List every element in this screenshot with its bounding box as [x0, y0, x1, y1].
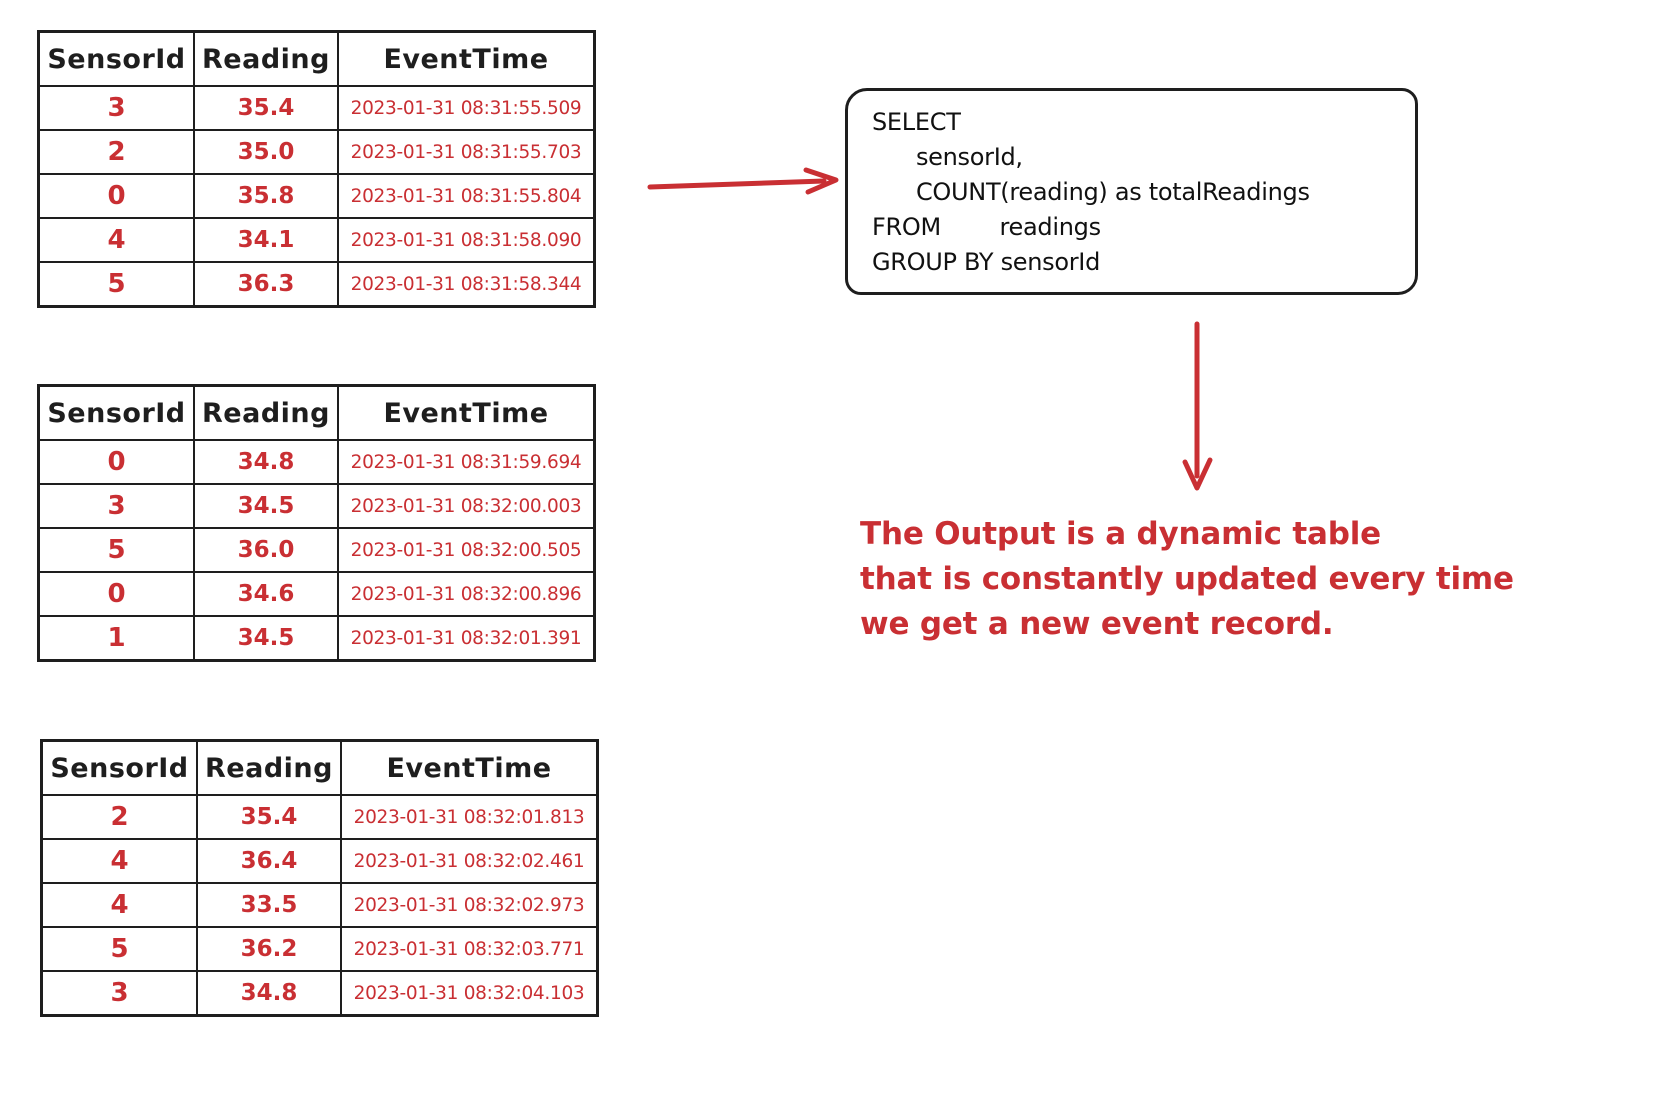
column-header-reading: Reading [193, 385, 339, 441]
table-row: 3 34.5 2023-01-31 08:32:00.003 [38, 483, 595, 529]
table-cell: 3 [41, 970, 198, 1016]
table-header-row: SensorId Reading EventTime [38, 31, 595, 87]
table-cell: 5 [41, 926, 198, 972]
column-header-sensorid: SensorId [38, 385, 195, 441]
table-cell: 34.5 [193, 483, 339, 529]
sql-line: FROM readings [872, 213, 1101, 241]
table-cell: 0 [38, 571, 195, 617]
table-cell: 35.0 [193, 129, 339, 175]
table-row: 3 34.8 2023-01-31 08:32:04.103 [41, 970, 598, 1016]
readings-table-3: SensorId Reading EventTime 2 35.4 2023-0… [40, 739, 599, 1017]
table-cell: 3 [38, 85, 195, 131]
table-cell: 34.5 [193, 615, 339, 661]
table-row: 0 34.6 2023-01-31 08:32:00.896 [38, 571, 595, 617]
table-row: 2 35.0 2023-01-31 08:31:55.703 [38, 129, 595, 175]
table-cell: 36.3 [193, 261, 339, 307]
table-row: 5 36.3 2023-01-31 08:31:58.344 [38, 261, 595, 307]
table-cell: 34.8 [193, 439, 339, 485]
sql-line: COUNT(reading) as totalReadings [872, 178, 1310, 206]
table-row: 0 34.8 2023-01-31 08:31:59.694 [38, 439, 595, 485]
annotation-line: that is constantly updated every time [860, 561, 1514, 597]
table-cell: 35.4 [196, 794, 342, 840]
table-cell: 35.8 [193, 173, 339, 219]
table-cell: 2023-01-31 08:32:00.896 [337, 571, 595, 617]
table-row: 4 36.4 2023-01-31 08:32:02.461 [41, 838, 598, 884]
table-cell: 2 [38, 129, 195, 175]
column-header-reading: Reading [193, 31, 339, 87]
column-header-reading: Reading [196, 740, 342, 796]
table-row: 5 36.0 2023-01-31 08:32:00.505 [38, 527, 595, 573]
table-cell: 2023-01-31 08:31:55.804 [337, 173, 595, 219]
table-cell: 2023-01-31 08:32:02.461 [340, 838, 598, 884]
table-cell: 2023-01-31 08:32:03.771 [340, 926, 598, 972]
arrow-right-icon [647, 167, 839, 195]
table-cell: 5 [38, 527, 195, 573]
table-cell: 35.4 [193, 85, 339, 131]
column-header-eventtime: EventTime [337, 31, 595, 87]
annotation-line: The Output is a dynamic table [860, 516, 1381, 552]
table-cell: 2023-01-31 08:31:58.344 [337, 261, 595, 307]
table-row: 5 36.2 2023-01-31 08:32:03.771 [41, 926, 598, 972]
sql-line: SELECT [872, 108, 961, 136]
table-cell: 0 [38, 439, 195, 485]
table-header-row: SensorId Reading EventTime [41, 740, 598, 796]
sql-query-box: SELECT sensorId, COUNT(reading) as total… [845, 88, 1418, 295]
table-cell: 4 [38, 217, 195, 263]
table-cell: 0 [38, 173, 195, 219]
table-cell: 3 [38, 483, 195, 529]
table-cell: 36.0 [193, 527, 339, 573]
table-row: 4 33.5 2023-01-31 08:32:02.973 [41, 882, 598, 928]
table-cell: 2023-01-31 08:31:55.703 [337, 129, 595, 175]
table-cell: 2023-01-31 08:31:55.509 [337, 85, 595, 131]
column-header-sensorid: SensorId [41, 740, 198, 796]
table-cell: 2023-01-31 08:32:01.813 [340, 794, 598, 840]
table-cell: 2 [41, 794, 198, 840]
sql-line: GROUP BY sensorId [872, 248, 1101, 276]
table-cell: 1 [38, 615, 195, 661]
table-cell: 2023-01-31 08:32:04.103 [340, 970, 598, 1016]
table-cell: 4 [41, 838, 198, 884]
table-cell: 34.6 [193, 571, 339, 617]
table-cell: 36.4 [196, 838, 342, 884]
column-header-eventtime: EventTime [337, 385, 595, 441]
table-cell: 34.1 [193, 217, 339, 263]
table-row: 1 34.5 2023-01-31 08:32:01.391 [38, 615, 595, 661]
table-row: 3 35.4 2023-01-31 08:31:55.509 [38, 85, 595, 131]
table-row: 2 35.4 2023-01-31 08:32:01.813 [41, 794, 598, 840]
arrow-down-icon [1182, 321, 1213, 491]
readings-table-1: SensorId Reading EventTime 3 35.4 2023-0… [37, 30, 596, 308]
table-cell: 2023-01-31 08:31:59.694 [337, 439, 595, 485]
annotation-line: we get a new event record. [860, 606, 1334, 642]
table-cell: 5 [38, 261, 195, 307]
table-cell: 33.5 [196, 882, 342, 928]
table-cell: 2023-01-31 08:32:00.003 [337, 483, 595, 529]
table-cell: 2023-01-31 08:31:58.090 [337, 217, 595, 263]
table-cell: 2023-01-31 08:32:00.505 [337, 527, 595, 573]
table-row: 0 35.8 2023-01-31 08:31:55.804 [38, 173, 595, 219]
table-cell: 34.8 [196, 970, 342, 1016]
sql-line: sensorId, [872, 143, 1023, 171]
column-header-eventtime: EventTime [340, 740, 598, 796]
table-cell: 36.2 [196, 926, 342, 972]
table-cell: 4 [41, 882, 198, 928]
output-annotation: The Output is a dynamic table that is co… [860, 512, 1514, 647]
table-cell: 2023-01-31 08:32:02.973 [340, 882, 598, 928]
readings-table-2: SensorId Reading EventTime 0 34.8 2023-0… [37, 384, 596, 662]
column-header-sensorid: SensorId [38, 31, 195, 87]
table-cell: 2023-01-31 08:32:01.391 [337, 615, 595, 661]
table-header-row: SensorId Reading EventTime [38, 385, 595, 441]
table-row: 4 34.1 2023-01-31 08:31:58.090 [38, 217, 595, 263]
